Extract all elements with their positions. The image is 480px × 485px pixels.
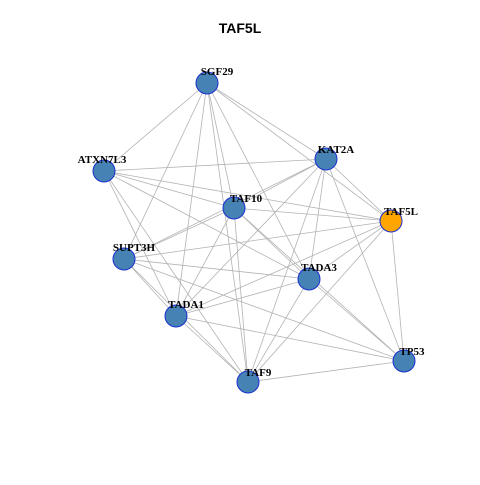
edge-atxn7l3-kat2a [103, 158, 327, 172]
edge-kat2a-tp53 [325, 158, 405, 362]
chart-title: TAF5L [218, 20, 262, 36]
node-label-tada3: TADA3 [301, 262, 337, 274]
edge-taf10-taf5l [233, 207, 392, 222]
node-label-supt3h: SUPT3H [113, 242, 156, 254]
edge-sgf29-kat2a [206, 82, 327, 160]
edge-taf5l-tp53 [390, 220, 405, 362]
node-atxn7l3[interactable] [92, 159, 116, 183]
edge-kat2a-taf10 [233, 158, 327, 209]
edge-sgf29-tada1 [175, 82, 208, 317]
node-label-taf5l: TAF5L [384, 206, 418, 218]
node-taf10[interactable] [222, 196, 246, 220]
edge-supt3h-tp53 [123, 258, 405, 362]
edge-tada1-tp53 [175, 315, 405, 362]
node-supt3h[interactable] [112, 247, 136, 271]
edge-tada1-taf5l [175, 220, 392, 317]
edge-supt3h-tada3 [123, 258, 310, 280]
edge-atxn7l3-tada3 [103, 170, 310, 280]
edge-atxn7l3-tada1 [103, 170, 177, 317]
node-sgf29[interactable] [195, 71, 219, 95]
node-tada1[interactable] [164, 304, 188, 328]
node-label-tada1: TADA1 [168, 299, 204, 311]
edge-taf10-taf9 [233, 207, 249, 383]
node-tada3[interactable] [297, 267, 321, 291]
node-label-sgf29: SGF29 [201, 66, 234, 78]
edge-tada3-taf9 [247, 278, 310, 383]
node-kat2a[interactable] [314, 147, 338, 171]
edge-atxn7l3-taf9 [103, 170, 249, 383]
edge-taf10-tada1 [175, 207, 235, 317]
node-taf9[interactable] [236, 370, 260, 394]
edge-supt3h-tada1 [123, 258, 177, 317]
edge-tada3-taf5l [308, 220, 392, 280]
edge-kat2a-taf9 [247, 158, 327, 383]
edge-kat2a-taf5l [325, 158, 392, 222]
edge-sgf29-supt3h [123, 82, 208, 260]
edge-kat2a-tada1 [175, 158, 327, 317]
edge-taf10-tada3 [233, 207, 310, 280]
edge-sgf29-tada3 [206, 82, 310, 280]
node-label-tp53: TP53 [399, 346, 425, 358]
node-tp53[interactable] [392, 349, 416, 373]
edge-atxn7l3-taf5l [103, 170, 392, 222]
edge-tada3-tp53 [308, 278, 405, 362]
edge-tada3-tada1 [175, 278, 310, 317]
edge-sgf29-taf10 [206, 82, 235, 209]
edge-taf9-tp53 [247, 360, 405, 383]
edge-taf10-supt3h [123, 207, 235, 260]
edge-layer [103, 82, 405, 383]
node-label-taf10: TAF10 [230, 193, 263, 205]
node-taf5l[interactable] [379, 209, 403, 233]
node-label-taf9: TAF9 [245, 367, 272, 379]
node-layer [92, 71, 416, 394]
edge-sgf29-atxn7l3 [103, 82, 208, 172]
edge-taf9-taf5l [247, 220, 392, 383]
node-label-atxn7l3: ATXN7L3 [78, 154, 127, 166]
edge-sgf29-taf5l [206, 82, 392, 222]
edge-kat2a-tada3 [308, 158, 327, 280]
edge-atxn7l3-taf10 [103, 170, 235, 209]
edge-sgf29-taf9 [206, 82, 249, 383]
edge-tada1-taf9 [175, 315, 249, 383]
node-label-kat2a: KAT2A [318, 144, 355, 156]
edge-supt3h-taf5l [123, 220, 392, 260]
